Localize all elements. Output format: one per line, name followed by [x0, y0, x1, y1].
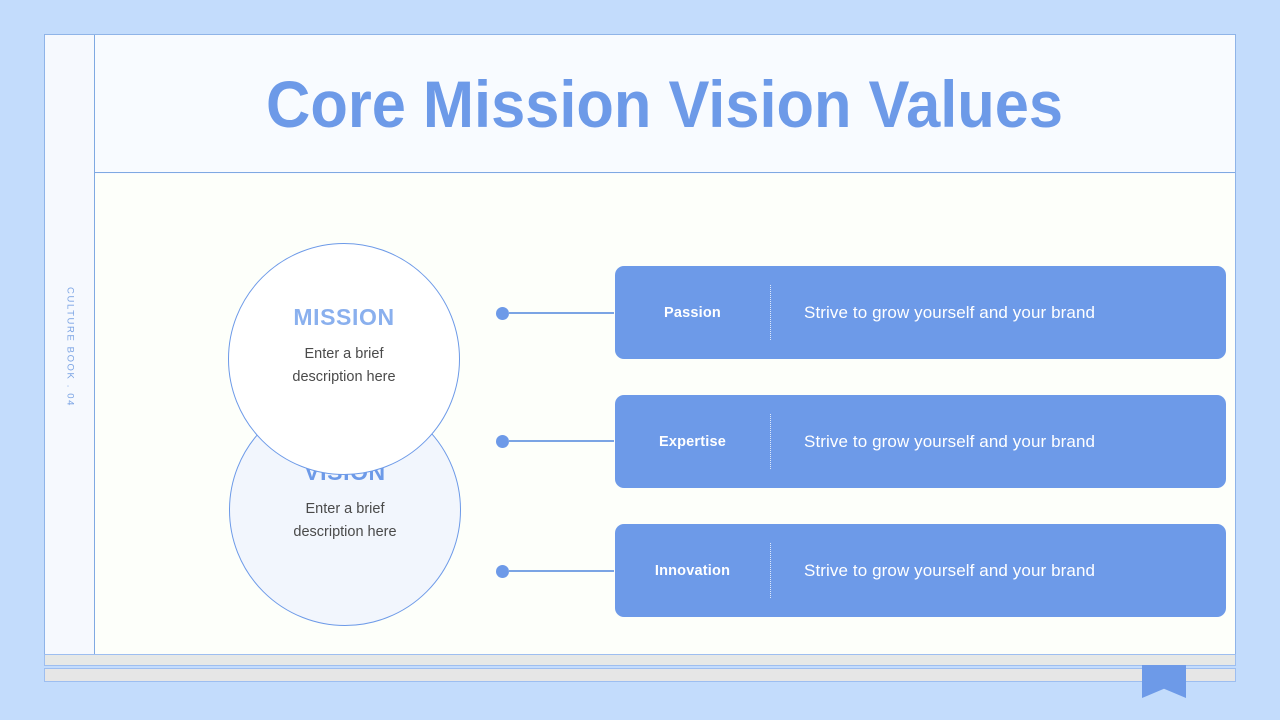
value-card[interactable]: Passion Strive to grow yourself and your…	[615, 266, 1226, 359]
mission-description: Enter a brief description here	[292, 343, 395, 388]
connector-innovation	[496, 564, 614, 578]
connector-line	[509, 312, 614, 314]
mission-description-line-2: description here	[292, 368, 396, 385]
value-card-description: Strive to grow yourself and your brand	[804, 560, 1096, 580]
mission-circle-content: MISSION Enter a brief description here	[292, 304, 395, 388]
slide-spine: CULTURE BOOK . 04	[45, 35, 95, 659]
value-card-divider	[770, 285, 771, 340]
connector-dot-icon	[496, 564, 509, 578]
value-card-description: Strive to grow yourself and your brand	[804, 302, 1096, 322]
vision-description: Enter a brief description here	[293, 498, 396, 543]
connector-line	[509, 440, 614, 442]
vision-description-line-2: description here	[293, 523, 397, 540]
value-card-divider	[770, 543, 771, 598]
page-title: Core Mission Vision Values	[266, 66, 1064, 141]
value-card[interactable]: Innovation Strive to grow yourself and y…	[615, 524, 1226, 617]
value-card-divider	[770, 414, 771, 469]
connector-expertise	[496, 434, 614, 448]
bookmark-ribbon-icon	[1142, 665, 1186, 698]
culture-book-label: CULTURE BOOK . 04	[64, 287, 75, 407]
vision-description-line-1: Enter a brief	[305, 501, 385, 518]
value-card-label: Passion	[663, 304, 721, 321]
connector-line	[509, 570, 614, 572]
value-card-label: Expertise	[658, 433, 727, 450]
mission-heading: MISSION	[293, 304, 395, 331]
slide-frame: CULTURE BOOK . 04 Core Mission Vision Va…	[44, 34, 1236, 660]
connector-dot-icon	[496, 434, 509, 448]
mission-circle[interactable]: MISSION Enter a brief description here	[228, 243, 460, 475]
connector-dot-icon	[496, 306, 509, 320]
bottom-bar-upper	[44, 654, 1236, 666]
value-card-description: Strive to grow yourself and your brand	[804, 431, 1096, 451]
slide-header: Core Mission Vision Values	[95, 35, 1235, 173]
value-card-label: Innovation	[654, 562, 731, 579]
slide-body: MISSION Enter a brief description here V…	[95, 174, 1235, 659]
mission-description-line-1: Enter a brief	[304, 346, 384, 363]
bottom-bar-lower	[44, 668, 1236, 682]
value-card[interactable]: Expertise Strive to grow yourself and yo…	[615, 395, 1226, 488]
connector-passion	[496, 306, 614, 320]
